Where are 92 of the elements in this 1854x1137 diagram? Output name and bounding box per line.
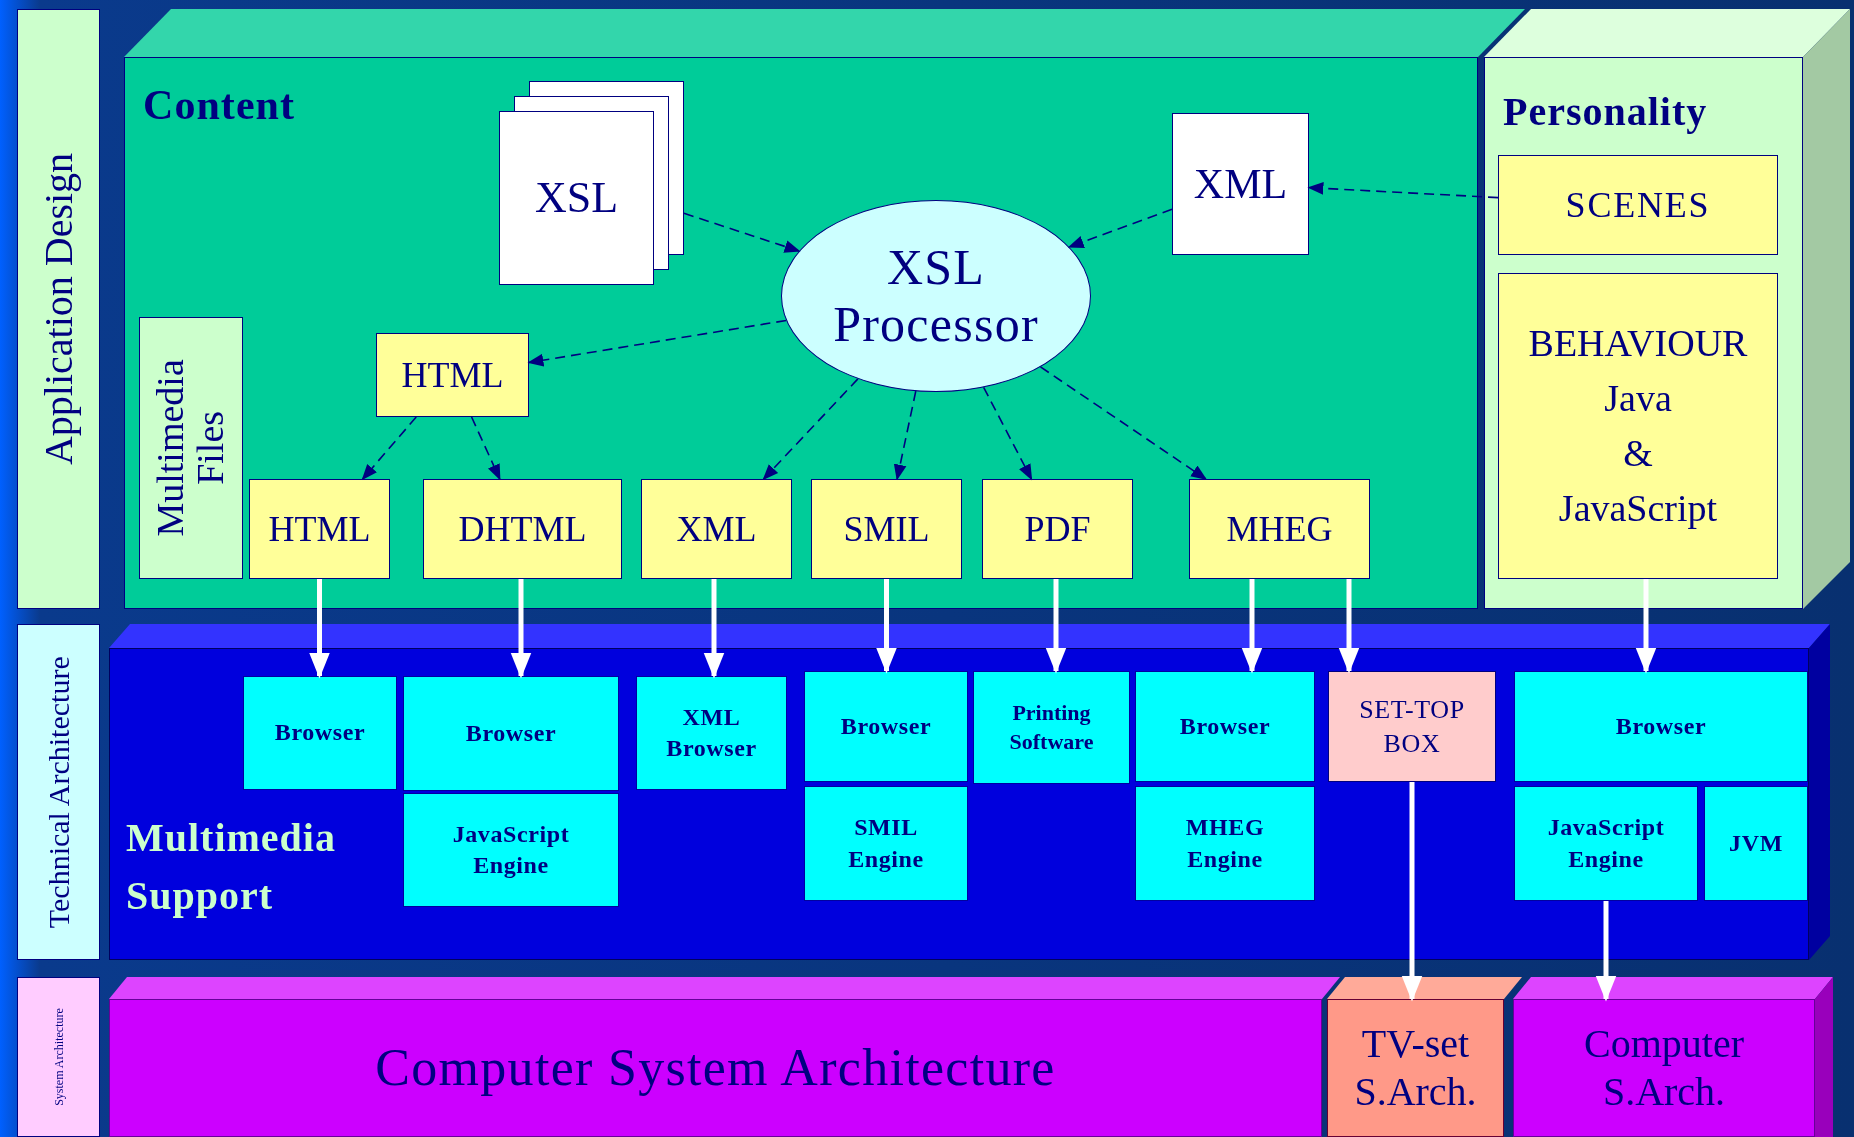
arrow xyxy=(762,378,859,481)
arrow xyxy=(683,212,801,253)
box-label: Java xyxy=(1604,375,1672,421)
format-box xyxy=(423,479,622,579)
box-label: Browser xyxy=(274,718,366,748)
arrow xyxy=(1635,579,1657,674)
arrow xyxy=(309,579,330,679)
software-box xyxy=(243,676,397,790)
format-box xyxy=(982,479,1133,579)
band-label: System Architecture xyxy=(52,1007,65,1108)
software-box xyxy=(973,671,1130,784)
side-box xyxy=(139,317,243,579)
box-label: JavaScript Engine xyxy=(451,819,571,880)
arrow xyxy=(527,319,787,367)
arrow xyxy=(470,416,501,481)
format-box xyxy=(811,479,962,579)
box-label: Printing Software xyxy=(1008,698,1095,756)
arrow xyxy=(876,579,897,674)
personality-panel xyxy=(1484,57,1803,609)
box-label: Browser xyxy=(1179,711,1271,741)
component-box xyxy=(1498,155,1778,255)
software-box xyxy=(1704,786,1808,901)
box-label: MHEG xyxy=(1226,511,1333,547)
document-label: XSL xyxy=(534,172,619,224)
side-band xyxy=(17,9,100,609)
software-box xyxy=(403,793,619,907)
box-label: SCENES xyxy=(1565,184,1711,227)
arrow xyxy=(361,416,418,481)
band-label: Application Design xyxy=(38,151,79,468)
arrow xyxy=(703,579,725,679)
system-panel xyxy=(109,999,1322,1137)
arrow xyxy=(1338,579,1360,674)
side-band xyxy=(17,624,100,960)
box-label: HTML xyxy=(401,357,504,393)
box-label: BEHAVIOUR xyxy=(1528,320,1748,366)
software-box xyxy=(804,786,968,901)
format-box xyxy=(376,333,529,417)
box-label: DHTML xyxy=(458,511,587,547)
format-box xyxy=(249,479,390,579)
arrow xyxy=(1039,366,1208,480)
box-label: PDF xyxy=(1024,511,1091,547)
box-label: XML Browser xyxy=(665,702,758,763)
software-box xyxy=(1514,786,1698,901)
arrow xyxy=(1045,579,1067,674)
arrow xyxy=(1595,901,1617,1002)
panel-label: Computer System Architecture xyxy=(375,1038,1056,1098)
format-box xyxy=(641,479,792,579)
arrow xyxy=(982,386,1033,481)
system-panel xyxy=(1513,999,1815,1137)
software-box xyxy=(403,676,619,791)
box-label: & xyxy=(1623,431,1653,476)
box-label: Browser xyxy=(1615,711,1707,741)
arrow xyxy=(510,579,532,679)
system-panel xyxy=(1327,999,1504,1137)
box-label: SET-TOP BOX xyxy=(1358,693,1466,760)
device-box xyxy=(1328,671,1496,782)
ellipse-label: XSL Processor xyxy=(832,238,1040,354)
arrow xyxy=(893,390,917,481)
software-box xyxy=(636,676,787,790)
document-label: XML xyxy=(1193,159,1288,209)
software-box xyxy=(804,671,968,782)
panel-heading: Content xyxy=(143,81,295,130)
arrow xyxy=(1067,208,1173,248)
software-box xyxy=(1514,671,1808,782)
panel-label: TV-set S.Arch. xyxy=(1353,1020,1478,1116)
panel-heading: Multimedia Support xyxy=(126,814,337,920)
box-label: Multimedia Files xyxy=(151,358,231,539)
software-box xyxy=(1135,786,1315,901)
arrow xyxy=(1307,182,1499,199)
box-label: JavaScript Engine xyxy=(1546,813,1666,874)
panel-label: Computer S.Arch. xyxy=(1583,1020,1745,1116)
arrow xyxy=(1241,579,1263,674)
software-box xyxy=(1135,671,1315,782)
support-panel xyxy=(109,648,1809,960)
box-label: MHEG Engine xyxy=(1184,813,1266,874)
box-label: SMIL Engine xyxy=(847,813,925,874)
box-label: HTML xyxy=(268,511,371,547)
panel-heading: Personality xyxy=(1503,88,1708,136)
component-box xyxy=(1498,273,1778,579)
content-panel xyxy=(124,57,1478,609)
box-label: SMIL xyxy=(843,511,930,547)
box-label: XML xyxy=(676,511,757,547)
box-label: JavaScript xyxy=(1558,486,1718,532)
format-box xyxy=(1189,479,1370,579)
box-label: Browser xyxy=(465,718,557,748)
arrow xyxy=(1401,782,1423,1002)
band-label: Technical Architecture xyxy=(44,655,73,930)
box-label: Browser xyxy=(840,711,932,741)
box-label: JVM xyxy=(1729,828,1783,858)
document-stack xyxy=(499,81,684,285)
side-band xyxy=(17,977,100,1137)
document-box xyxy=(1172,113,1309,255)
